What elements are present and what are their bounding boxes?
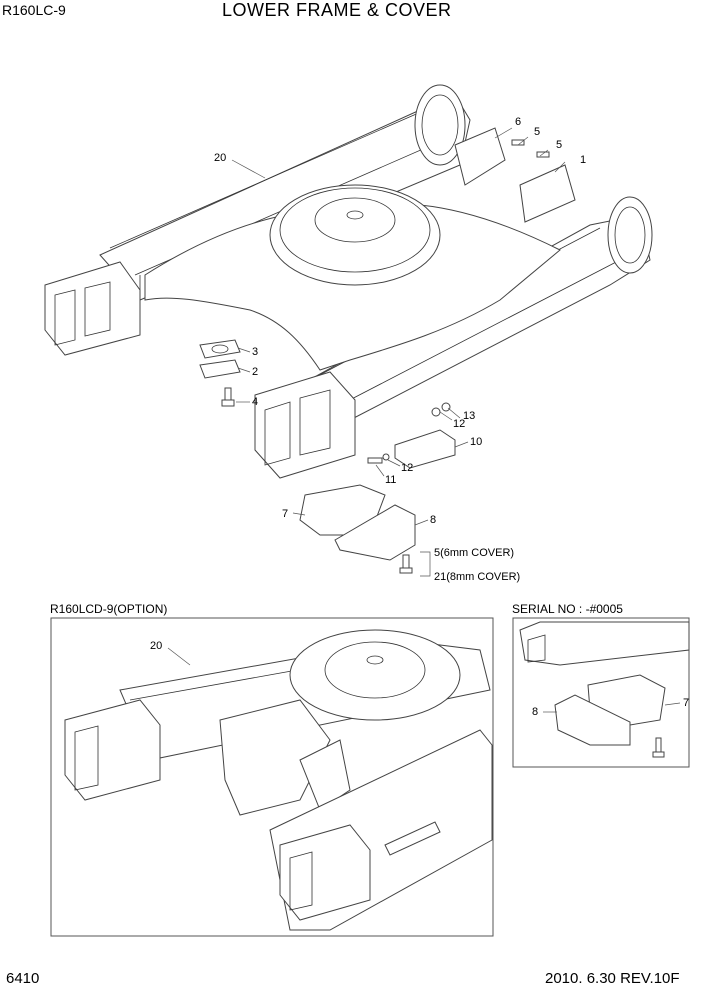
callout-4: 4 xyxy=(252,396,259,408)
bolt-11 xyxy=(367,457,383,464)
center-body xyxy=(144,184,561,371)
callout-6: 6 xyxy=(515,116,522,128)
serial-panel-caption: SERIAL NO : -#0005 xyxy=(512,602,623,616)
serial-panel-frame xyxy=(512,617,690,768)
bracket-10 xyxy=(394,429,456,469)
bolt-4 xyxy=(221,387,235,407)
idler-end-upper xyxy=(414,84,466,166)
option-panel-caption: R160LCD-9(OPTION) xyxy=(50,602,168,616)
callout-21-8mm-cover: 21(8mm COVER) xyxy=(434,571,521,583)
callout-8: 8 xyxy=(430,514,437,526)
callout-12b: 12 xyxy=(401,462,414,474)
cover-plate-6 xyxy=(454,127,506,186)
callout-7: 7 xyxy=(282,508,289,520)
callout-11: 11 xyxy=(385,474,397,486)
callout-5a: 5 xyxy=(534,126,541,138)
callout-13: 13 xyxy=(463,410,476,422)
option-callout-20: 20 xyxy=(150,640,163,652)
callout-1: 1 xyxy=(580,154,587,166)
callout-2: 2 xyxy=(252,366,259,378)
callout-12a: 12 xyxy=(453,418,466,430)
gasket-3 xyxy=(199,339,241,359)
cover-plate-8 xyxy=(334,504,416,561)
nut-13 xyxy=(441,402,451,412)
serial-cover-plate-8 xyxy=(554,694,631,746)
callout-3: 3 xyxy=(252,346,259,358)
bolt-5b xyxy=(536,151,550,158)
cover-plate-1 xyxy=(519,164,576,223)
serial-callout-7: 7 xyxy=(683,697,690,709)
dozer-bracket xyxy=(219,699,331,816)
track-end-left-upper xyxy=(44,261,141,356)
callout-20: 20 xyxy=(214,152,227,164)
idler-end-lower xyxy=(607,196,653,274)
callout-5b: 5 xyxy=(556,139,563,151)
page-number: 6410 xyxy=(6,970,40,987)
revision-label: 2010. 6.30 REV.10F xyxy=(545,970,680,987)
page-title: LOWER FRAME & COVER xyxy=(222,0,452,20)
callout-10: 10 xyxy=(470,436,483,448)
swing-bearing-ring xyxy=(269,184,441,286)
track-end-left-lower xyxy=(254,371,356,479)
washer-12b xyxy=(382,453,390,461)
callout-5-6mm-cover: 5(6mm COVER) xyxy=(434,547,515,559)
option-panel-frame xyxy=(50,617,494,937)
cover-bolt xyxy=(399,554,413,574)
serial-callout-8: 8 xyxy=(532,706,539,718)
model-label: R160LC-9 xyxy=(2,2,66,18)
plate-2 xyxy=(199,359,241,379)
